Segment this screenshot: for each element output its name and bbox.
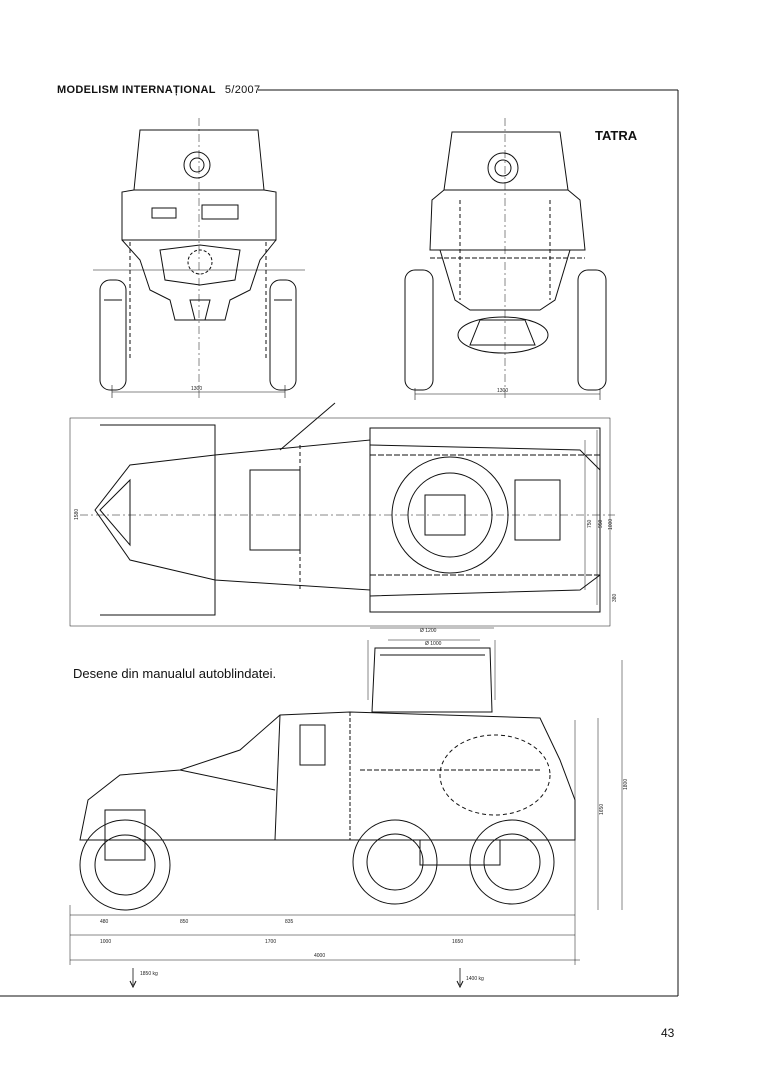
top-view-drawing xyxy=(69,402,615,627)
dim-top-right-2: 950 xyxy=(598,519,604,528)
dim-rear-track: 1300 xyxy=(497,388,508,394)
dim-side-5: 1700 xyxy=(265,939,276,945)
dim-side-4: 1000 xyxy=(100,939,111,945)
front-view-drawing xyxy=(93,118,305,400)
dim-side-height-1: 1650 xyxy=(599,804,605,815)
dim-turret-1: Ø 1200 xyxy=(420,628,437,634)
dim-top-width: 1580 xyxy=(74,509,80,520)
rear-view-drawing xyxy=(404,118,607,400)
rear-axle-load: 1400 kg xyxy=(466,976,484,982)
dim-side-1: 480 xyxy=(100,919,109,925)
page-number: 43 xyxy=(661,1026,675,1040)
dim-turret-2: Ø 1000 xyxy=(425,641,442,647)
figure-caption: Desene din manualul autoblindatei. xyxy=(71,666,279,681)
dim-top-right-1: 750 xyxy=(587,519,593,528)
issue-number: 5/2007 xyxy=(224,84,261,96)
dim-side-3: 835 xyxy=(285,919,294,925)
dim-top-right-4: 380 xyxy=(612,593,618,602)
dim-side-6: 1650 xyxy=(452,939,463,945)
dim-side-total: 4000 xyxy=(314,953,325,959)
side-view-drawing xyxy=(69,627,623,989)
dim-top-right-3: 1000 xyxy=(608,519,614,530)
magazine-title: MODELISM INTERNAȚIONAL xyxy=(57,84,216,96)
running-header: MODELISM INTERNAȚIONAL 5/2007 xyxy=(57,84,260,96)
front-axle-load: 1850 kg xyxy=(140,971,158,977)
dim-front-track: 1300 xyxy=(191,386,202,392)
dim-side-height-2: 1800 xyxy=(623,779,629,790)
page-frame xyxy=(0,89,679,997)
dim-side-2: 850 xyxy=(180,919,189,925)
figure-label: TATRA xyxy=(595,128,638,143)
